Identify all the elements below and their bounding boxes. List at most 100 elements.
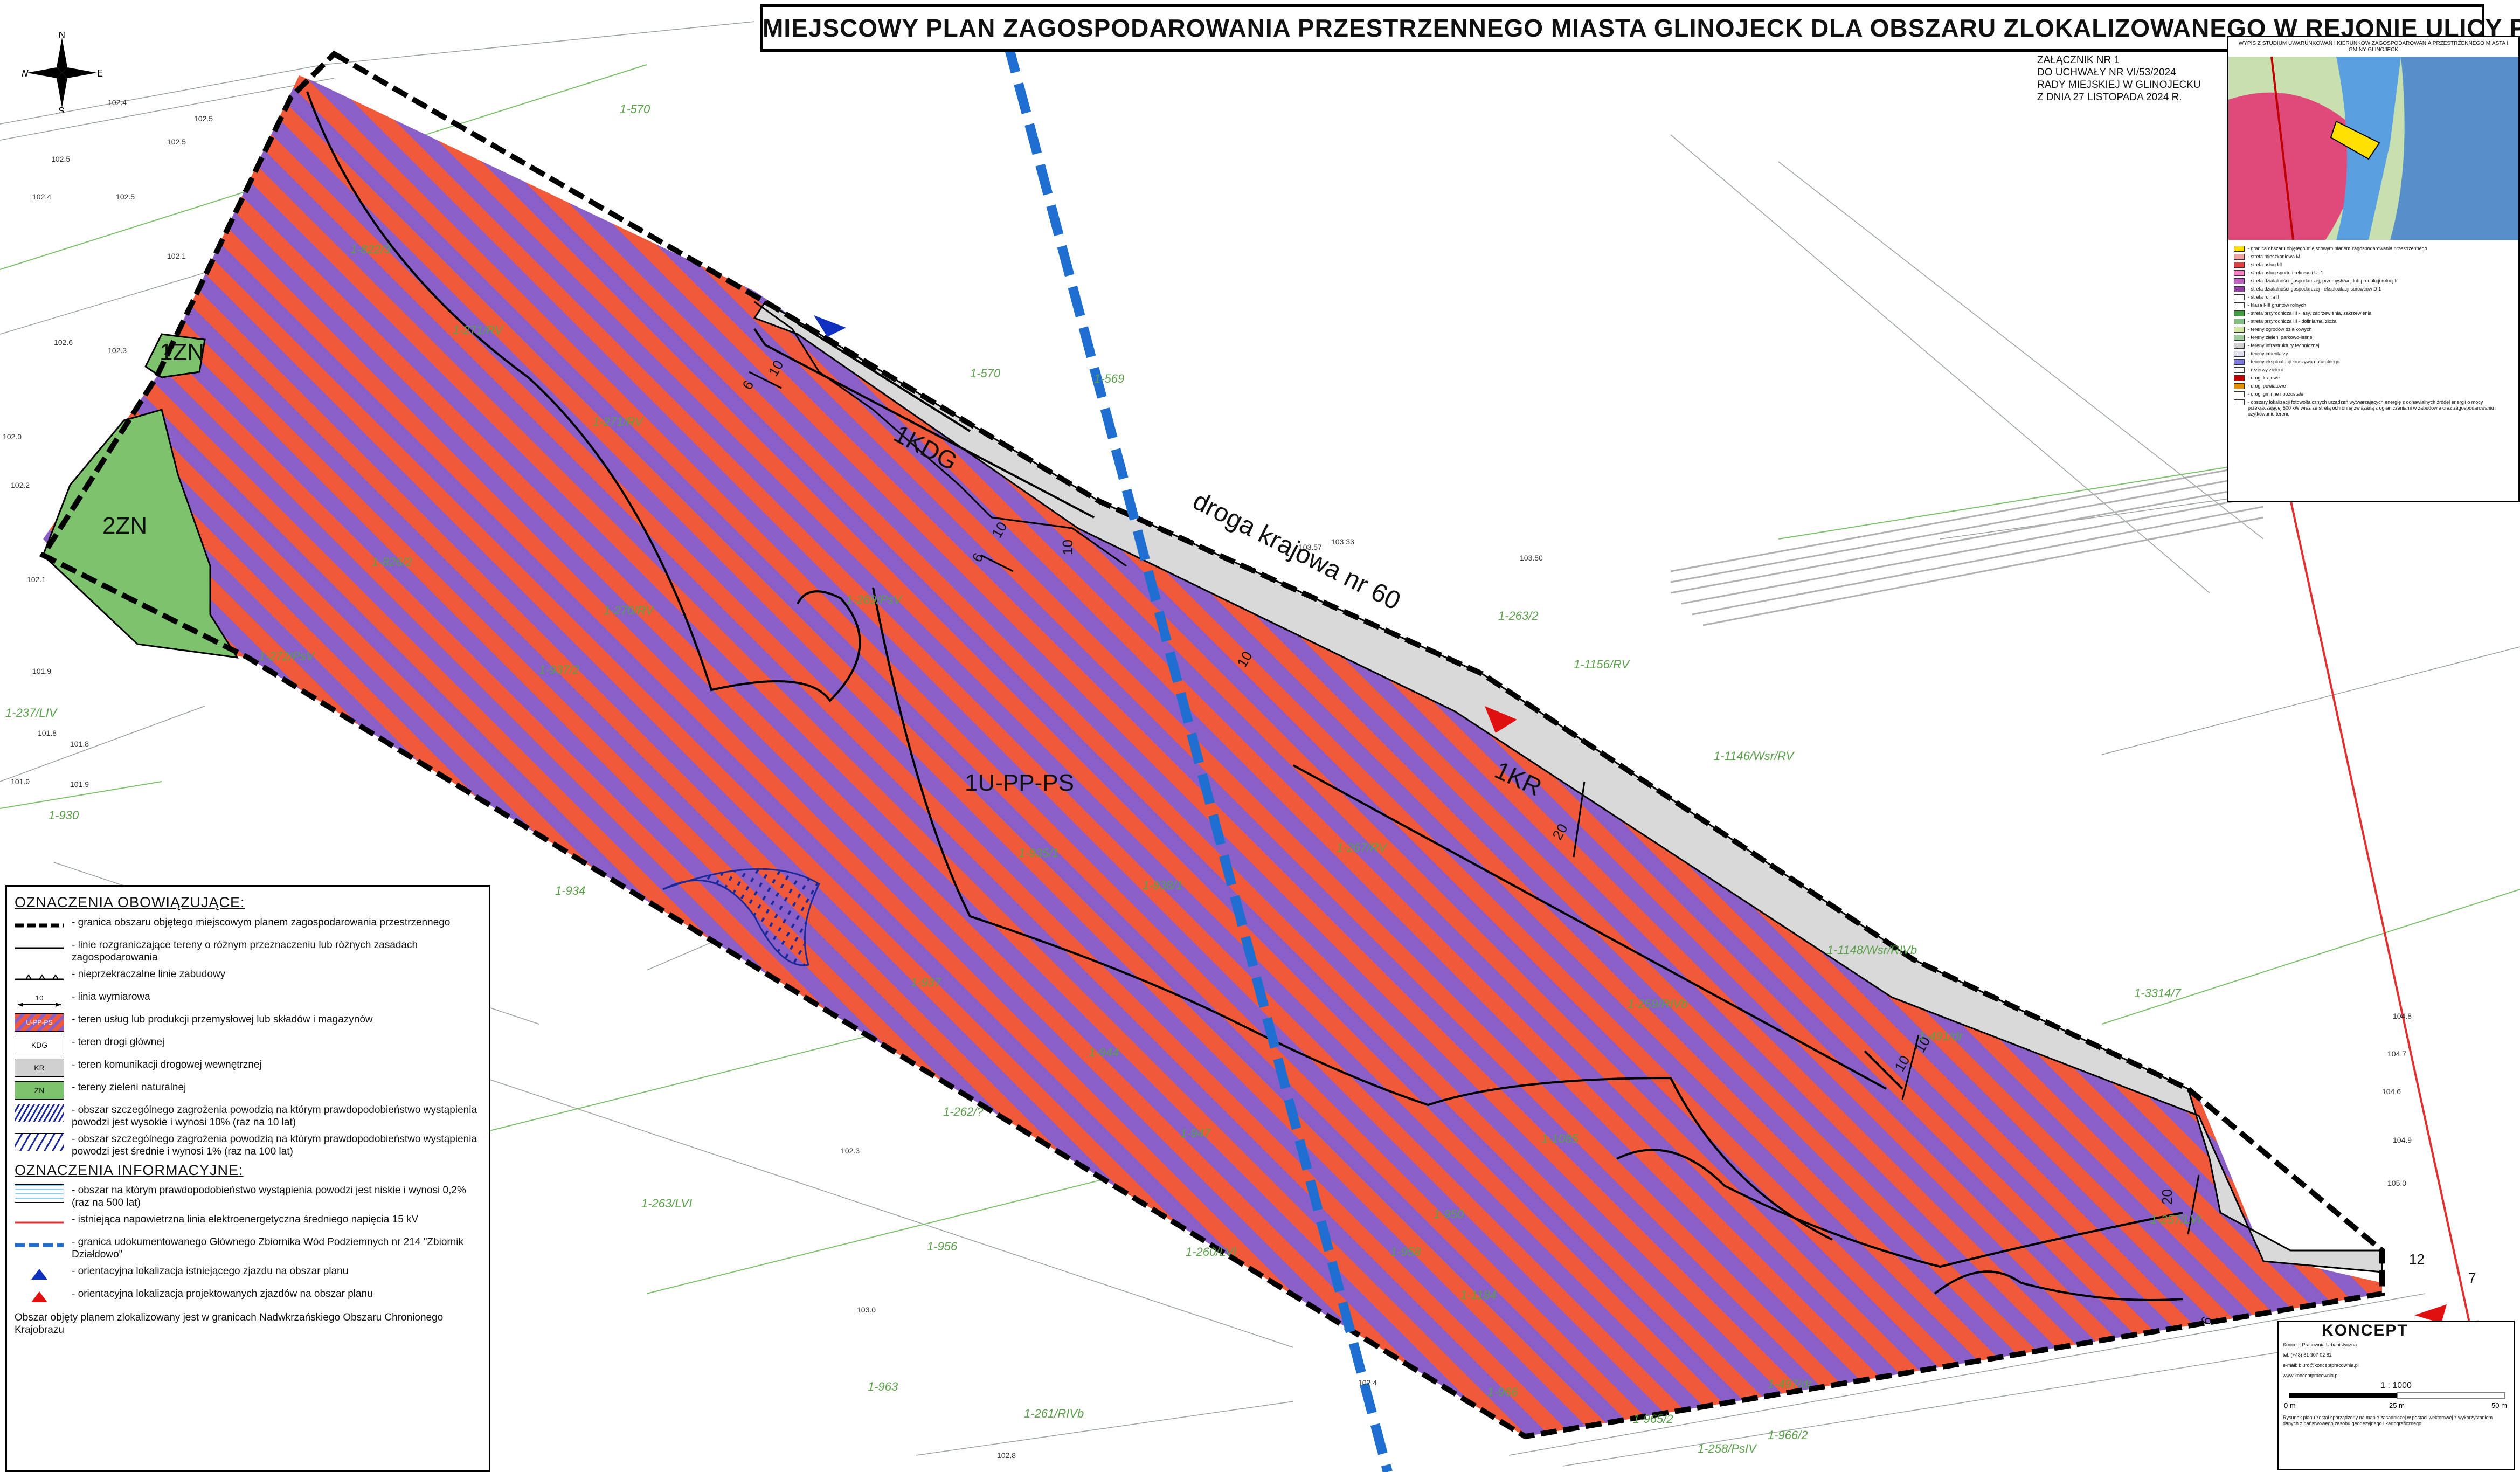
- legend-mandatory-list: - granica obszaru objętego miejscowym pl…: [15, 916, 481, 1158]
- parcel-label: 1-262/?: [943, 1105, 984, 1118]
- power-line-15kv: [2284, 474, 2502, 1467]
- inset-swatch-icon: [2234, 319, 2245, 324]
- inset-legend-text: - drogi powiatowe: [2248, 383, 2286, 389]
- legend-item: - orientacyjna lokalizacja istniejącego …: [15, 1265, 481, 1283]
- parcel-label: 1-263/2: [1498, 609, 1539, 623]
- footer-note: Rysunek planu został sporządzony na mapi…: [2283, 1415, 2493, 1426]
- aquifer-line-icon: [15, 1236, 64, 1254]
- parcel-label: 1-1146/Wsr/RV: [1714, 749, 1795, 763]
- inset-legend-text: - tereny cmentarzy: [2248, 351, 2288, 356]
- parcel-label: 1-956: [927, 1240, 958, 1253]
- inset-swatch-icon: [2234, 310, 2245, 316]
- elevation-label: 102.4: [32, 192, 51, 201]
- inset-legend-item: - strefa przyrodnicza III - doliniarna, …: [2234, 319, 2513, 324]
- elevation-label: 102.4: [108, 98, 127, 107]
- parcel-label: 1-1156/RV: [1574, 658, 1630, 671]
- legend-heading-mandatory: OZNACZENIA OBOWIĄZUJĄCE:: [15, 894, 245, 910]
- flood-10-swatch-icon: [15, 1104, 64, 1122]
- inset-legend-item: - granica obszaru objętego miejscowym pl…: [2234, 246, 2513, 252]
- inset-legend-text: - tereny ogrodów działkowych: [2248, 327, 2312, 332]
- elevation-label: 101.8: [38, 729, 57, 737]
- boundary-symbol-icon: [15, 916, 64, 935]
- elevation-label: 102.0: [3, 432, 22, 441]
- scale-tick: 50 m: [2491, 1401, 2507, 1409]
- zone-kdg-swatch-icon: KDG: [15, 1036, 64, 1054]
- inset-swatch-icon: [2234, 302, 2245, 308]
- parcel-label: 1-491/dr: [1919, 1029, 1964, 1043]
- legend-panel: OZNACZENIA OBOWIĄZUJĄCE: - granica obsza…: [5, 885, 490, 1472]
- elevation-label: 102.5: [51, 155, 70, 163]
- inset-legend-item: - drogi gminne i pozostałe: [2234, 391, 2513, 397]
- inset-legend-text: - drogi gminne i pozostałe: [2248, 391, 2304, 397]
- elevation-label: 102.5: [194, 114, 213, 123]
- legend-item-text: - obszar szczególnego zagrożenia powodzi…: [72, 1134, 477, 1157]
- existing-access-icon: [15, 1265, 64, 1283]
- elevation-label: 102.6: [54, 338, 73, 347]
- legend-item: - istniejąca napowietrzna linia elektroe…: [15, 1213, 481, 1232]
- legend-item: U-PP-PS- teren usług lub produkcji przem…: [15, 1013, 481, 1032]
- inset-legend-text: - granica obszaru objętego miejscowym pl…: [2248, 246, 2427, 251]
- inset-swatch-icon: [2234, 359, 2245, 365]
- company-contact: e-mail: biuro@konceptpracownia.pl: [2283, 1363, 2359, 1368]
- legend-item-text: - teren drogi głównej: [72, 1036, 165, 1048]
- inset-legend-text: - strefa usług Ul: [2248, 262, 2282, 267]
- elevation-labels: 102.5102.4102.5102.5102.4102.1102.5102.6…: [3, 98, 2412, 1460]
- plan-title: MIEJSCOWY PLAN ZAGOSPODAROWANIA PRZESTRZ…: [760, 4, 2520, 52]
- parcel-label: 1-930: [49, 808, 79, 822]
- planned-access-marker-1: [1485, 706, 1517, 733]
- parcel-label: 1-263/LVI: [641, 1197, 692, 1210]
- elevation-label: 101.9: [11, 777, 30, 786]
- elevation-label: 102.3: [841, 1146, 860, 1155]
- legend-info-list: - obszar na którym prawdopodobieństwo wy…: [15, 1184, 481, 1306]
- inset-swatch-icon: [2234, 335, 2245, 341]
- parcel-label: 1-272/PsV: [259, 649, 315, 663]
- inset-legend-text: - strefa mieszkaniowa M: [2248, 254, 2301, 259]
- zone-u-pp-ps-swatch-icon: U-PP-PS: [15, 1013, 64, 1032]
- elevation-label: 105.0: [2387, 1179, 2406, 1187]
- inset-legend-text: - rezerwy zieleni: [2248, 367, 2283, 372]
- inset-legend-text: - tereny zieleni parkowo-leśnej: [2248, 335, 2314, 340]
- scale-tick: 25 m: [2389, 1401, 2405, 1409]
- scale-label: 1 : 1000: [2380, 1381, 2412, 1390]
- inset-legend-item: - strefa usług Ul: [2234, 262, 2513, 268]
- inset-swatch-icon: [2234, 383, 2245, 389]
- existing-access-marker: [814, 315, 846, 337]
- scale-tick: 0 m: [2284, 1401, 2296, 1409]
- dimension-label: 10: [1060, 540, 1076, 555]
- parcel-label: 1-569: [1094, 372, 1124, 385]
- inset-swatch-icon: [2234, 351, 2245, 357]
- inset-legend-item: - drogi krajowe: [2234, 375, 2513, 381]
- legend-item: 10- linia wymiarowa: [15, 991, 481, 1009]
- parcel-label: 1-822/3: [350, 243, 391, 256]
- divider-line-icon: [15, 939, 64, 957]
- legend-item-text: - granica udokumentowanego Głównego Zbio…: [72, 1236, 464, 1260]
- parcel-label: 1-937/2: [539, 663, 579, 676]
- inset-swatch-icon: [2234, 375, 2245, 381]
- parcel-label: 1-270/RV: [604, 604, 655, 617]
- elevation-label: 101.9: [70, 780, 89, 789]
- legend-item: - granica udokumentowanego Głównego Zbio…: [15, 1236, 481, 1261]
- elevation-label: 103.50: [1520, 554, 1543, 562]
- parcel-label: 1-261/RIVb: [1024, 1407, 1084, 1420]
- parcel-label: 1-965/2: [1633, 1412, 1673, 1426]
- legend-item: - nieprzekraczalne linie zabudowy: [15, 968, 481, 986]
- dimension-label: 7: [2468, 1270, 2476, 1286]
- legend-item: - obszar szczególnego zagrożenia powodzi…: [15, 1133, 481, 1158]
- company-contact: www.konceptpracownia.pl: [2283, 1373, 2339, 1378]
- parcel-label: 1-938/1: [1143, 879, 1183, 892]
- parcel-label: 1-1184: [1460, 1288, 1497, 1302]
- legend-item-text: - obszar szczególnego zagrożenia powodzi…: [72, 1104, 477, 1128]
- inset-legend-text: - strefa przyrodnicza III - doliniarna, …: [2248, 319, 2337, 324]
- plan-boundary: [39, 50, 2385, 1440]
- inset-swatch-icon: [2234, 367, 2245, 373]
- parcel-label: 1-259/RIVb: [1628, 997, 1687, 1011]
- scale-bar: 0 m 25 m 50 m: [2284, 1392, 2507, 1409]
- legend-item: - granica obszaru objętego miejscowym pl…: [15, 916, 481, 935]
- flood-1-swatch-icon: [15, 1133, 64, 1151]
- inset-legend-text: - strefa przyrodnicza III - lasy, zadrze…: [2248, 310, 2372, 316]
- parcel-label: 1-257/LVI: [2150, 1213, 2201, 1226]
- parcel-label: 1-966/2: [1768, 1428, 1808, 1442]
- zone-1u-pp-ps: [43, 75, 2382, 1436]
- label-1zn: 1ZN: [160, 339, 204, 365]
